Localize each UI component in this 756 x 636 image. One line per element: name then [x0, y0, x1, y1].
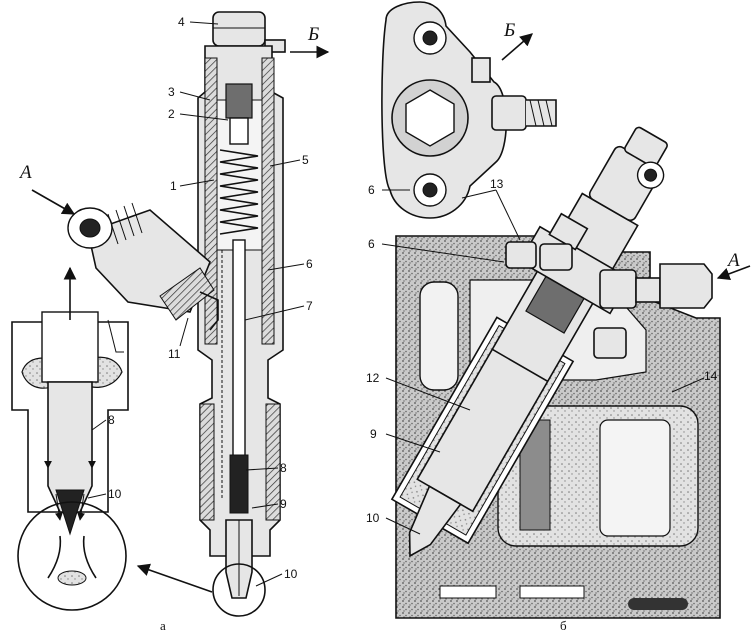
inlet-arrow-b — [716, 265, 751, 280]
part-a-injector — [67, 11, 286, 617]
flow-label-a-in: А — [18, 162, 32, 183]
callout-a-7: 7 — [306, 299, 313, 313]
callout-a-11: 11 — [168, 347, 181, 361]
return-arrow-b — [501, 33, 533, 61]
callout-b-10: 10 — [366, 511, 380, 525]
detail-callout-8: 8 — [108, 413, 115, 427]
inlet-arrow-a — [31, 189, 76, 215]
callout-a-10: 10 — [284, 567, 298, 581]
leaders-part-a — [87, 21, 305, 587]
labels-part-b: Б А 6 13 6 12 9 10 14 б — [366, 20, 740, 633]
nozzle-detail-inset — [11, 266, 213, 611]
callout-a-4: 4 — [178, 15, 185, 29]
flange-top-view — [381, 1, 557, 219]
callout-a-9: 9 — [280, 497, 287, 511]
flow-label-a-return: Б — [307, 24, 319, 45]
callout-a-5: 5 — [302, 153, 309, 167]
callout-b-13: 13 — [490, 177, 504, 191]
callout-b-6-top: 6 — [368, 183, 375, 197]
callout-a-3: 3 — [168, 85, 175, 99]
flow-label-b-in: А — [726, 250, 740, 271]
inlet-fitting — [67, 202, 219, 331]
caption-a: а — [160, 618, 166, 633]
cap-nut — [212, 11, 266, 47]
inlet-fitting-b — [599, 263, 713, 309]
adjusting-screw — [225, 83, 253, 119]
labels-part-a: А Б 4 3 2 1 5 6 7 11 8 9 10 8 10 а — [18, 15, 319, 633]
callout-b-9: 9 — [370, 427, 377, 441]
caption-b: б — [560, 618, 567, 633]
needle — [229, 454, 249, 514]
callout-b-12: 12 — [366, 371, 380, 385]
nozzle-detail-marker — [212, 563, 266, 617]
flow-label-b-return: Б — [503, 20, 515, 41]
callout-a-8: 8 — [280, 461, 287, 475]
callout-b-6: 6 — [368, 237, 375, 251]
nozzle-b — [408, 485, 462, 558]
callout-a-2: 2 — [168, 107, 175, 121]
callout-a-6: 6 — [306, 257, 313, 271]
callout-b-14: 14 — [704, 369, 718, 383]
leaders-part-b — [381, 189, 705, 535]
detail-callout-10: 10 — [108, 487, 122, 501]
callout-a-1: 1 — [170, 179, 177, 193]
part-b-installation — [381, 1, 751, 619]
spring — [219, 149, 259, 235]
